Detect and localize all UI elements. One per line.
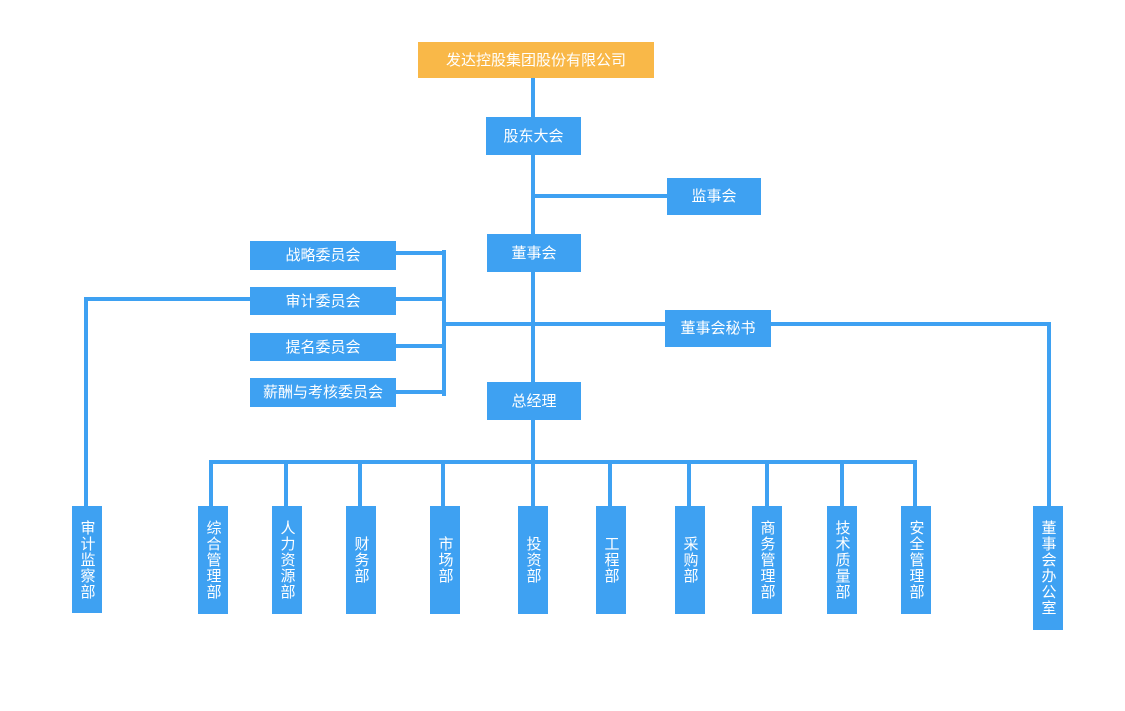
connector-line xyxy=(1047,322,1051,508)
node-board: 董事会 xyxy=(487,234,581,272)
connector-line xyxy=(531,464,535,508)
connector-line xyxy=(687,464,691,508)
node-committee: 审计委员会 xyxy=(250,287,396,315)
connector-line xyxy=(840,464,844,508)
connector-line xyxy=(84,297,88,509)
connector-line xyxy=(535,194,667,198)
node-department: 投资部 xyxy=(518,506,548,614)
node-shareholders: 股东大会 xyxy=(486,117,581,155)
connector-line xyxy=(209,460,917,464)
node-committee: 战略委员会 xyxy=(250,241,396,270)
node-department: 安全管理部 xyxy=(901,506,931,614)
connector-line xyxy=(442,250,446,396)
node-audit-dept: 审计监察部 xyxy=(72,506,102,613)
node-company: 发达控股集团股份有限公司 xyxy=(418,42,654,78)
connector-line xyxy=(771,322,1051,326)
node-department: 商务管理部 xyxy=(752,506,782,614)
connector-line xyxy=(913,460,917,508)
node-general-manager: 总经理 xyxy=(487,382,581,420)
connector-line xyxy=(84,297,250,301)
connector-line xyxy=(608,464,612,508)
connector-line xyxy=(396,390,444,394)
connector-line xyxy=(284,464,288,508)
node-department: 工程部 xyxy=(596,506,626,614)
node-department: 市场部 xyxy=(430,506,460,614)
connector-line xyxy=(396,251,444,255)
connector-line xyxy=(765,464,769,508)
connector-line xyxy=(396,297,444,301)
node-board-office: 董事会办公室 xyxy=(1033,506,1063,630)
node-committee: 薪酬与考核委员会 xyxy=(250,378,396,407)
connector-line xyxy=(441,464,445,508)
node-department: 财务部 xyxy=(346,506,376,614)
connector-line xyxy=(443,322,665,326)
node-committee: 提名委员会 xyxy=(250,333,396,361)
node-board-secretary: 董事会秘书 xyxy=(665,310,771,347)
node-department: 采购部 xyxy=(675,506,705,614)
node-department: 技术质量部 xyxy=(827,506,857,614)
node-supervisors: 监事会 xyxy=(667,178,761,215)
connector-line xyxy=(358,464,362,508)
node-department: 人力资源部 xyxy=(272,506,302,614)
connector-line xyxy=(396,344,444,348)
node-department: 综合管理部 xyxy=(198,506,228,614)
connector-line xyxy=(209,460,213,508)
